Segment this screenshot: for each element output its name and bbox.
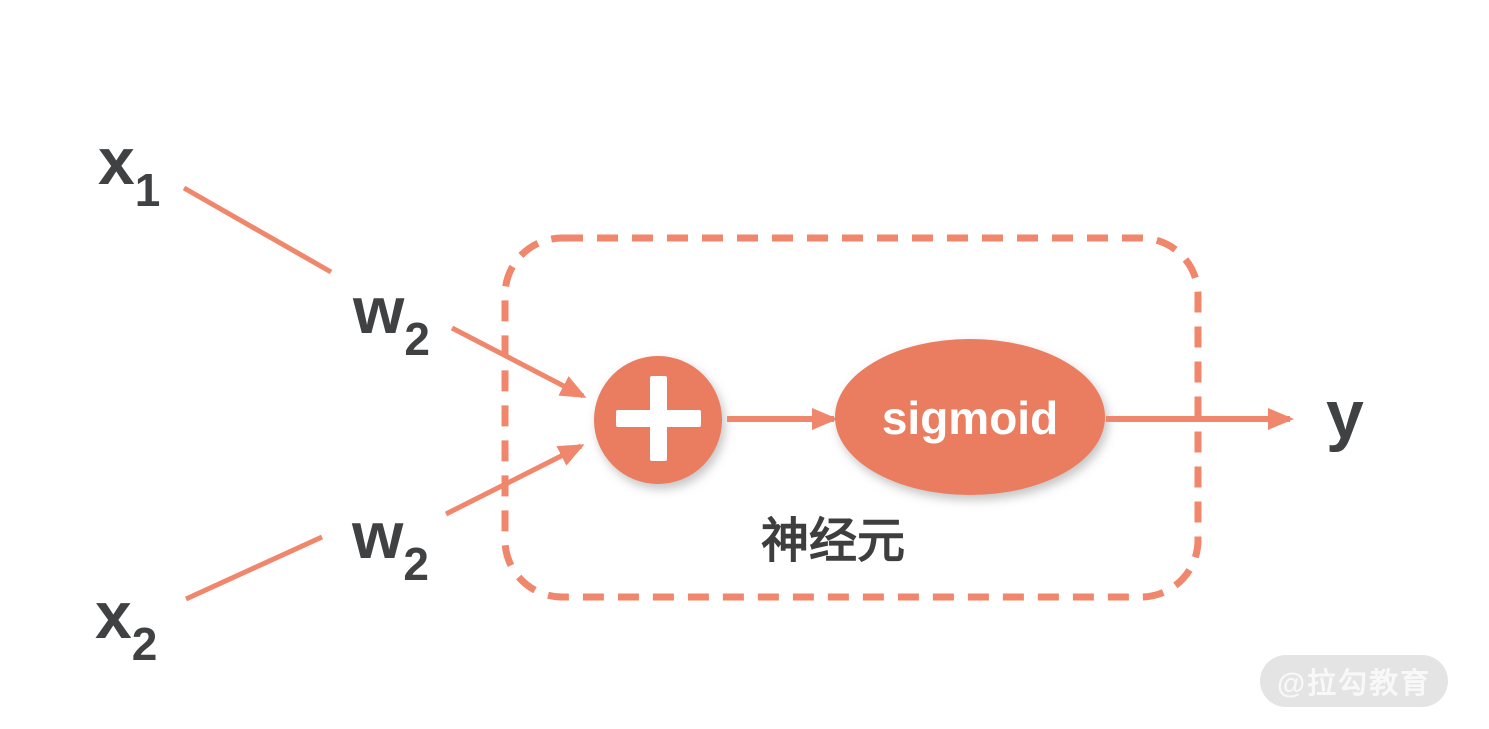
watermark-text: @拉勾教育 [1276, 668, 1432, 700]
sigmoid-node [835, 339, 1105, 495]
watermark-badge: @拉勾教育 [1260, 655, 1448, 707]
edge-x2-to-w2 [184, 534, 324, 602]
edge-x1-to-w1 [182, 185, 333, 275]
input-x1-label: x1 [98, 124, 160, 216]
edge-w2-to-sum-arrow [444, 443, 585, 517]
sigmoid-label: sigmoid [882, 392, 1058, 444]
output-y-label: y [1326, 377, 1364, 453]
plus-icon [616, 376, 701, 461]
weight-w1-label: w2 [352, 273, 430, 365]
neuron-caption: 神经元 [761, 515, 905, 568]
input-x2-label: x2 [95, 578, 157, 670]
weight-w2-label: w2 [351, 498, 429, 590]
edge-w1-to-sum-arrow [450, 325, 587, 399]
